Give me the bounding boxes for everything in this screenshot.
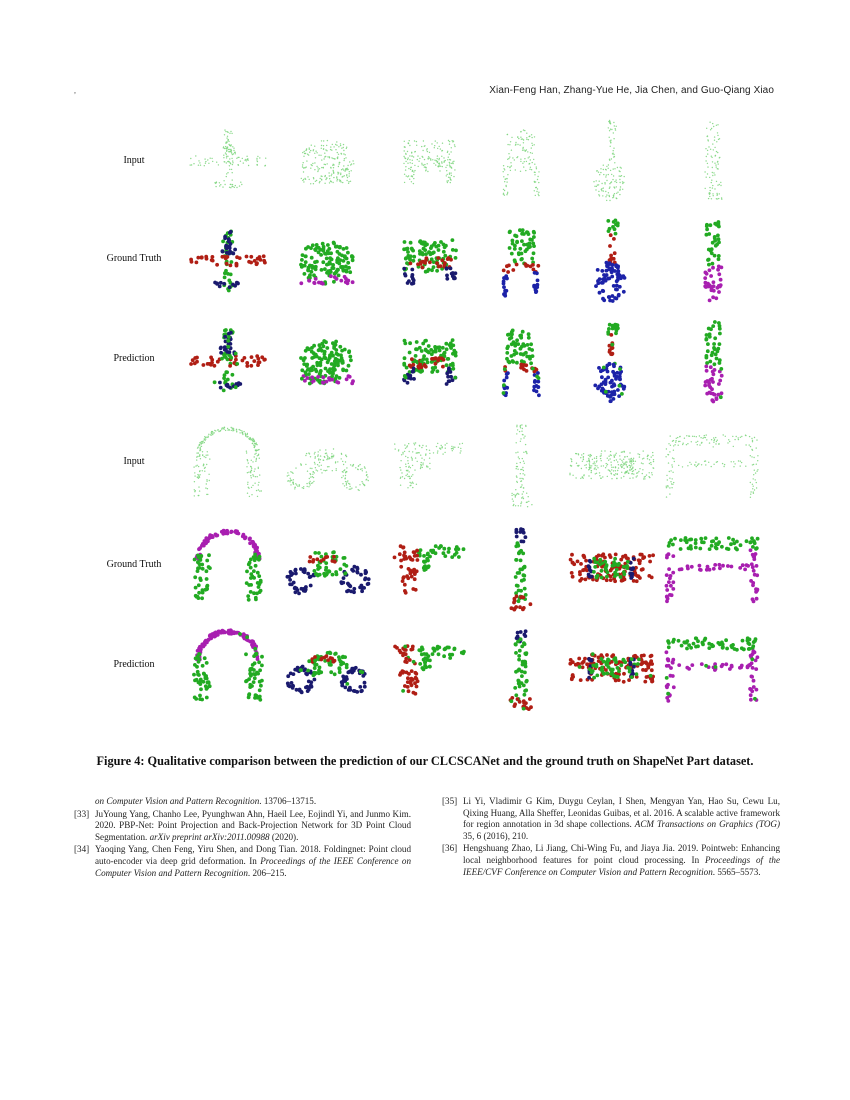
headphones-pred-point-cloud — [192, 628, 264, 702]
knife-gt-point-cloud — [703, 220, 724, 303]
row-label-input-1: Input — [123, 155, 145, 166]
pistol-pred-point-cloud — [393, 644, 466, 696]
reference-number: [34] — [74, 844, 90, 855]
headphones-gt-point-cloud — [192, 528, 263, 602]
chair-pred-point-cloud — [501, 328, 541, 398]
airplane-gt-point-cloud — [189, 229, 267, 293]
headphones-input-point-cloud — [193, 426, 262, 498]
row-label-ground-truth-2: Ground Truth — [106, 559, 162, 570]
reference-number: [36] — [442, 843, 458, 854]
row-label-prediction-1: Prediction — [113, 353, 155, 364]
point-cloud-figure — [189, 119, 760, 711]
row-label-prediction-2: Prediction — [113, 659, 155, 670]
reference-35: [35] Li Yi, Vladimir G Kim, Duygu Ceylan,… — [442, 796, 780, 842]
references-right-column: [35] Li Yi, Vladimir G Kim, Duygu Ceylan,… — [442, 796, 780, 879]
reference-33: [33] JuYoung Yang, Chanho Lee, Pyunghwan … — [74, 809, 411, 844]
reference-venue: ACM Transactions on Graphics (TOG) — [634, 819, 781, 830]
table-pred-point-cloud — [664, 636, 760, 703]
pistol-gt-point-cloud — [392, 544, 466, 595]
table-input-point-cloud — [665, 434, 759, 498]
reference-36: [36] Hengshuang Zhao, Li Jiang, Chi-Wing … — [442, 843, 780, 878]
reference-venue: arXiv preprint arXiv:2011.00988 — [149, 831, 270, 842]
table-gt-point-cloud — [664, 536, 760, 604]
guitar-gt-point-cloud — [594, 218, 627, 303]
reference-tail: . 206–215. — [247, 867, 287, 878]
skateboard-gt-point-cloud — [568, 552, 655, 584]
skateboard-input-point-cloud — [569, 450, 655, 480]
rocket-gt-point-cloud — [509, 527, 533, 612]
reference-tail: 35, 6 (2016), 210. — [463, 830, 529, 841]
corner-mark: , — [74, 86, 76, 95]
guitar-pred-point-cloud — [593, 322, 627, 404]
motorbike-input-point-cloud — [286, 448, 369, 492]
car-input-point-cloud — [403, 139, 456, 185]
figure-caption: Figure 4: Qualitative comparison between… — [96, 754, 754, 768]
reference-text: Yaoqing Yang, Chen Feng, Yiru Shen, and … — [95, 844, 411, 866]
cap-input-point-cloud — [300, 139, 355, 185]
reference-number: [35] — [442, 796, 458, 806]
reference-tail: . 5565–5573. — [712, 866, 761, 877]
row-label-ground-truth-1: Ground Truth — [106, 253, 162, 264]
reference-continuation: on Computer Vision and Pattern Recogniti… — [74, 796, 411, 808]
reference-number: [33] — [74, 808, 90, 819]
motorbike-pred-point-cloud — [285, 650, 367, 695]
airplane-input-point-cloud — [189, 129, 267, 189]
reference-pages: . 13706–13715. — [259, 796, 317, 806]
rocket-pred-point-cloud — [508, 629, 533, 711]
airplane-pred-point-cloud — [189, 328, 267, 393]
reference-text: Li Yi, Vladimir G Kim, Duygu Ceylan, I S… — [463, 796, 780, 830]
guitar-input-point-cloud — [593, 119, 625, 202]
motorbike-gt-point-cloud — [285, 550, 371, 596]
reference-tail: (2020). — [269, 831, 299, 842]
pistol-input-point-cloud — [394, 442, 464, 489]
reference-venue: Proceedings of the IEEE Conference on Co… — [95, 855, 411, 878]
reference-text: Hengshuang Zhao, Li Jiang, Chi-Wing Fu, … — [463, 843, 780, 865]
car-gt-point-cloud — [402, 238, 458, 286]
car-pred-point-cloud — [402, 338, 458, 386]
chair-gt-point-cloud — [501, 228, 541, 298]
references-left-column: on Computer Vision and Pattern Recogniti… — [74, 796, 411, 880]
row-label-input-2: Input — [123, 456, 145, 467]
skateboard-pred-point-cloud — [568, 652, 655, 684]
knife-input-point-cloud — [704, 121, 723, 200]
running-head-authors: Xian-Feng Han, Zhang-Yue He, Jia Chen, a… — [489, 85, 774, 96]
reference-text: JuYoung Yang, Chanho Lee, Pyunghwan Ahn,… — [95, 808, 411, 842]
reference-venue: on Computer Vision and Pattern Recogniti… — [95, 796, 260, 806]
knife-pred-point-cloud — [703, 320, 724, 404]
reference-venue: Proceedings of the IEEE/CVF Conference o… — [463, 854, 780, 877]
rocket-input-point-cloud — [511, 424, 533, 508]
reference-34: [34] Yaoqing Yang, Chen Feng, Yiru Shen, … — [74, 844, 411, 879]
cap-pred-point-cloud — [299, 339, 355, 386]
chair-input-point-cloud — [502, 129, 540, 197]
cap-gt-point-cloud — [299, 240, 355, 286]
